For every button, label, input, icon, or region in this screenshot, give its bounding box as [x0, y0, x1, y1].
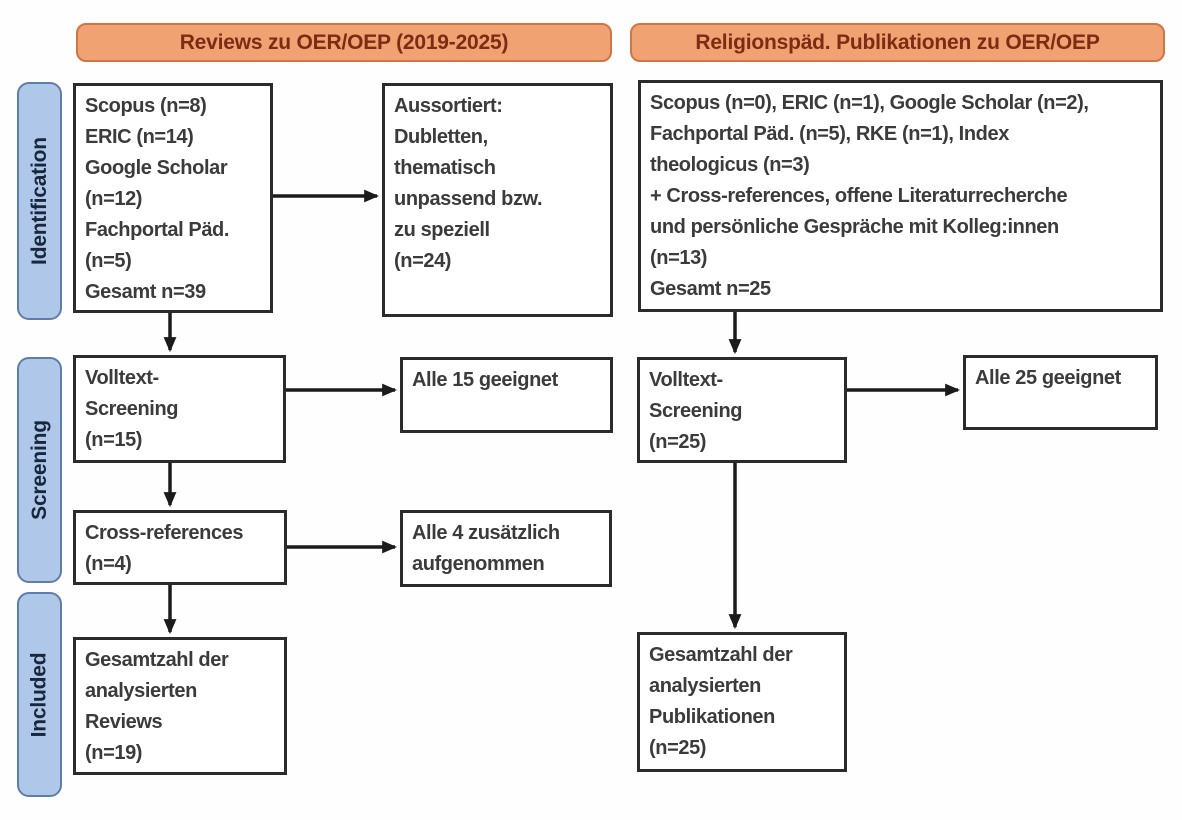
- stage-label-included-text: Included: [27, 652, 51, 737]
- stage-label-identification-text: Identification: [27, 137, 51, 265]
- box-publications-all-suitable: Alle 25 geeignet: [963, 355, 1158, 430]
- stage-label-screening-text: Screening: [27, 420, 51, 520]
- stage-label-screening: Screening: [17, 357, 62, 583]
- stage-label-identification: Identification: [17, 82, 62, 320]
- box-publications-sources: Scopus (n=0), ERIC (n=1), Google Scholar…: [638, 80, 1163, 312]
- box-reviews-sources: Scopus (n=8) ERIC (n=14) Google Scholar …: [73, 83, 273, 313]
- box-publications-fulltext-screening: Volltext- Screening (n=25): [637, 357, 847, 463]
- box-reviews-excluded: Aussortiert: Dubletten, thematisch unpas…: [382, 83, 613, 317]
- box-publications-total: Gesamtzahl der analysierten Publikatione…: [637, 632, 847, 772]
- column-header-reviews: Reviews zu OER/OEP (2019-2025): [76, 23, 612, 62]
- box-reviews-cross-references: Cross-references (n=4): [73, 510, 287, 585]
- column-header-religionspaed: Religionspäd. Publikationen zu OER/OEP: [630, 23, 1165, 62]
- box-reviews-all-suitable: Alle 15 geeignet: [400, 357, 613, 433]
- box-reviews-total: Gesamtzahl der analysierten Reviews (n=1…: [73, 637, 287, 775]
- box-reviews-fulltext-screening: Volltext- Screening (n=15): [73, 355, 286, 463]
- stage-label-included: Included: [17, 592, 62, 797]
- box-reviews-additional-included: Alle 4 zusätzlich aufgenommen: [400, 510, 612, 587]
